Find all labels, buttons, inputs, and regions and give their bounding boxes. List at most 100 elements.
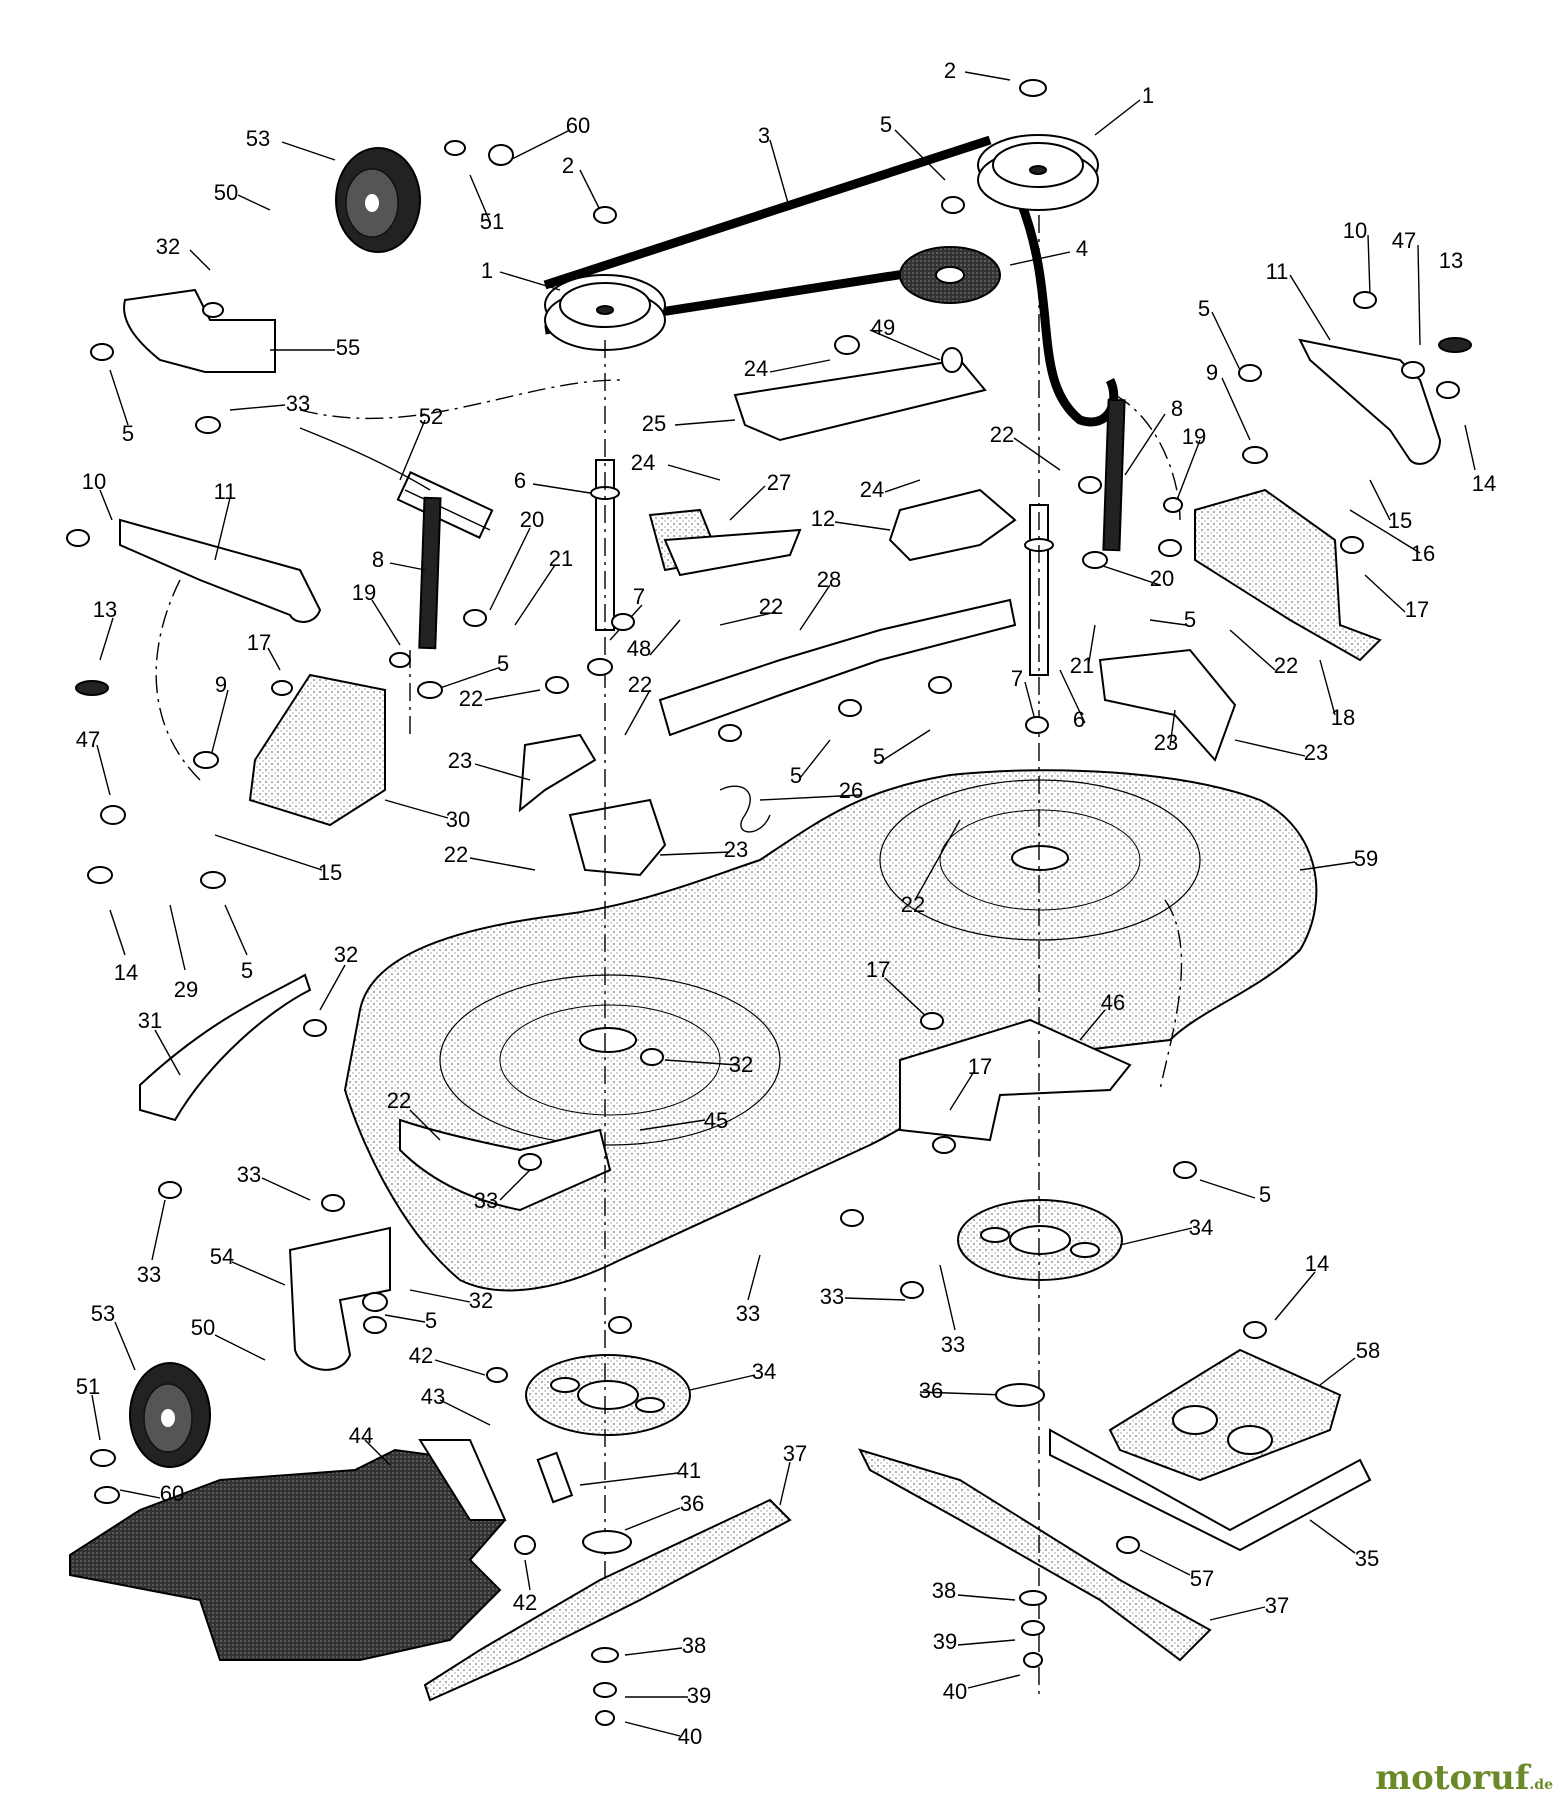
callout-number: 8	[1171, 396, 1183, 421]
rear-bracket-35	[1049, 1428, 1372, 1552]
callout-number: 34	[1189, 1215, 1213, 1240]
deflector-bracket-18	[1194, 488, 1382, 662]
callout-number: 22	[1274, 653, 1298, 678]
baffle-23-center	[568, 798, 667, 877]
callout-number: 5	[790, 763, 802, 788]
callout-number: 33	[286, 391, 310, 416]
callout-number: 53	[246, 126, 270, 151]
callout-number: 33	[941, 1332, 965, 1357]
callout-number: 49	[871, 315, 895, 340]
callout-number: 9	[1206, 360, 1218, 385]
callout-number: 38	[932, 1578, 956, 1603]
deck-bracket-46	[899, 1018, 1132, 1142]
callout-number: 48	[627, 636, 651, 661]
callout-number: 6	[514, 468, 526, 493]
deflector-bracket-30	[248, 673, 386, 827]
callout-number: 14	[1305, 1251, 1329, 1276]
callout-number: 5	[1184, 607, 1196, 632]
callout-number: 5	[497, 651, 509, 676]
callout-number: 13	[1439, 248, 1463, 273]
callout-number: 5	[1198, 296, 1210, 321]
callout-number: 23	[448, 748, 472, 773]
extension-spring-52	[299, 427, 494, 539]
leader-lines	[91, 71, 1476, 1737]
callout-number: 42	[513, 1590, 537, 1615]
callout-number: 41	[677, 1458, 701, 1483]
callout-number: 51	[76, 1374, 100, 1399]
callout-number: 4	[1076, 236, 1088, 261]
callout-number: 33	[474, 1188, 498, 1213]
callout-number: 5	[1259, 1182, 1271, 1207]
callout-number: 46	[1101, 990, 1125, 1015]
baffle-23-right	[1098, 648, 1237, 762]
idler-arm-28	[658, 598, 1017, 737]
callout-number: 31	[138, 1008, 162, 1033]
callout-number: 5	[425, 1308, 437, 1333]
lift-arm-11-right	[1298, 338, 1442, 465]
callout-number: 50	[214, 180, 238, 205]
callout-number: 33	[237, 1162, 261, 1187]
callout-number: 28	[817, 567, 841, 592]
callout-number: 38	[682, 1633, 706, 1658]
callout-number: 36	[919, 1378, 943, 1403]
callout-number: 23	[1304, 740, 1328, 765]
idler-bracket-25	[733, 358, 987, 442]
callout-number: 2	[944, 58, 956, 83]
callout-number: 22	[759, 594, 783, 619]
callout-number: 47	[1392, 228, 1416, 253]
baffle-23-left	[518, 733, 597, 813]
callout-number: 57	[1190, 1566, 1214, 1591]
callout-number: 2	[562, 153, 574, 178]
callout-number: 32	[334, 942, 358, 967]
callout-number: 53	[91, 1301, 115, 1326]
callout-number: 11	[1266, 259, 1289, 284]
idler-arm-8-left	[418, 496, 442, 650]
rear-plate-58	[1108, 1348, 1342, 1482]
idler-pulley	[899, 246, 1001, 304]
callout-number: 22	[628, 672, 652, 697]
wheel-bracket-upper	[123, 288, 276, 373]
strap-31	[139, 973, 312, 1122]
spindle-right	[957, 1199, 1123, 1281]
spindle-left	[525, 1354, 691, 1436]
mower-deck	[343, 769, 1318, 1292]
callout-number: 32	[469, 1288, 493, 1313]
callout-number: 26	[839, 778, 863, 803]
hardware	[66, 79, 1472, 1726]
callout-number: 55	[336, 335, 360, 360]
callout-number: 1	[1142, 83, 1154, 108]
callout-number: 51	[480, 209, 504, 234]
callout-number: 37	[783, 1441, 807, 1466]
discharge-chute	[69, 1439, 507, 1661]
callout-number: 23	[724, 837, 748, 862]
callout-number: 45	[704, 1108, 728, 1133]
callout-number: 11	[214, 479, 237, 504]
callout-number: 21	[1070, 653, 1094, 678]
callout-number: 7	[633, 584, 645, 609]
callout-number: 7	[1011, 666, 1023, 691]
callout-number: 24	[631, 450, 655, 475]
callout-number: 5	[873, 744, 885, 769]
callout-number: 17	[968, 1054, 992, 1079]
callout-number: 5	[122, 421, 134, 446]
callout-number: 60	[160, 1481, 184, 1506]
bracket-12	[888, 488, 1017, 562]
callout-number: 33	[820, 1284, 844, 1309]
callout-number: 59	[1354, 846, 1378, 871]
lift-arm-11-left	[119, 518, 322, 623]
callout-number: 50	[191, 1315, 215, 1340]
callout-number: 24	[744, 356, 768, 381]
callout-number: 21	[549, 546, 573, 571]
watermark-logo: motoruf.de	[1375, 1758, 1553, 1798]
callout-number: 15	[318, 860, 342, 885]
callout-number: 42	[409, 1343, 433, 1368]
callout-number: 34	[752, 1359, 776, 1384]
callout-number: 24	[860, 477, 884, 502]
callout-number: 32	[156, 234, 180, 259]
callout-number: 8	[372, 547, 384, 572]
callout-number: 18	[1331, 705, 1355, 730]
callout-number: 52	[419, 404, 443, 429]
watermark-suffix: .de	[1529, 1777, 1553, 1793]
callout-number: 23	[1154, 730, 1178, 755]
